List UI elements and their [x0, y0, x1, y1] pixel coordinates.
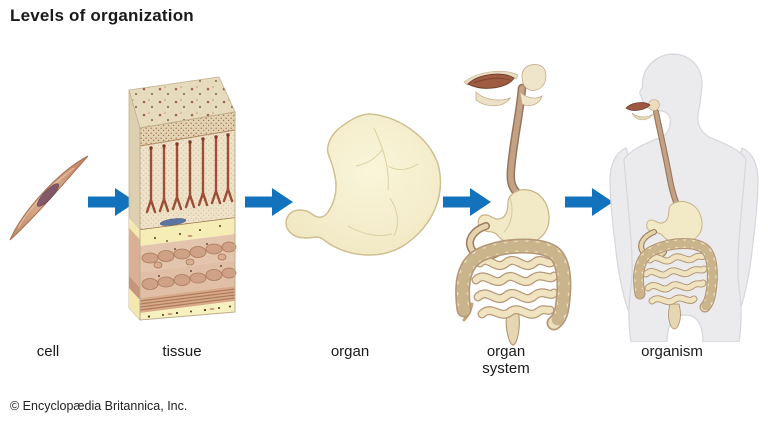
- organism-small-intestine: [642, 252, 708, 306]
- page-title: Levels of organization: [10, 6, 194, 25]
- cell-illustration: [9, 155, 89, 241]
- arrow-right-icon: [443, 188, 491, 216]
- tissue-illustration: [128, 76, 237, 322]
- stomach-vessels: [347, 127, 419, 237]
- esophagus: [506, 83, 527, 199]
- mouth: [463, 64, 547, 107]
- arrow-right-icon: [565, 188, 613, 216]
- stage-label-cell: cell: [36, 343, 60, 360]
- organism-illustration: [609, 53, 759, 342]
- large-intestine: [455, 238, 572, 331]
- tongue: [467, 73, 515, 89]
- tissue-striated-layer: [140, 286, 235, 313]
- arrow-right-icon: [88, 188, 136, 216]
- organ-illustration: [285, 113, 442, 256]
- stage-label-organ-system: organ system: [482, 343, 530, 377]
- arrow-right-icon: [245, 188, 293, 216]
- stage-label-organism: organism: [641, 343, 703, 360]
- organism-mouth: [625, 99, 660, 121]
- stage-label-organ: organ: [330, 343, 370, 360]
- organism-large-intestine: [633, 238, 718, 313]
- organism-rectum: [668, 303, 681, 330]
- copyright-notice: © Encyclopædia Britannica, Inc.: [10, 399, 188, 413]
- stomach-shape: [285, 113, 442, 256]
- organ-system-illustration: [455, 64, 572, 346]
- tissue-submucosa-layer: [140, 218, 235, 246]
- system-stomach: [477, 189, 550, 246]
- cell-nucleus: [37, 183, 59, 207]
- gastric-glands: [145, 133, 234, 214]
- small-intestine: [471, 255, 559, 319]
- stage-label-tissue: tissue: [162, 343, 202, 360]
